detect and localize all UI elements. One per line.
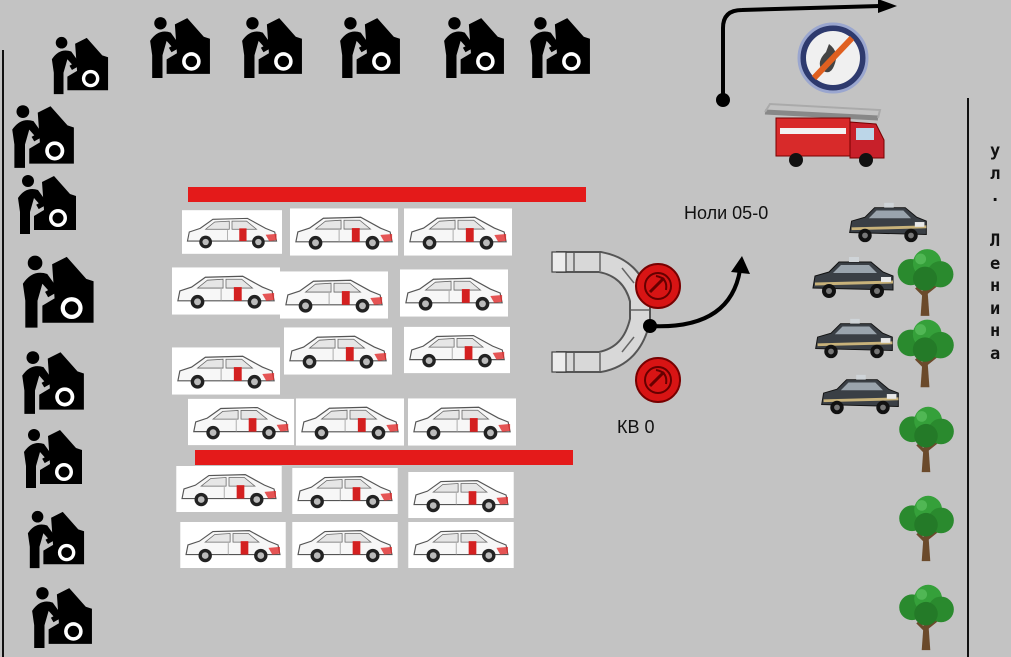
- mechanic-icon: [150, 17, 210, 78]
- mechanic-icon: [444, 17, 504, 78]
- street-letter: Л: [990, 231, 1001, 251]
- red-barrier-top: [188, 187, 586, 202]
- parked-car-icon: [296, 398, 404, 446]
- parked-car-icon: [176, 466, 282, 512]
- mechanic-icon: [24, 429, 82, 488]
- parked-cars-group: [172, 207, 516, 568]
- parked-car-icon: [284, 327, 392, 375]
- mechanic-icon: [27, 510, 85, 569]
- fire-hose-sleeve-icon: [551, 251, 651, 373]
- fire-hydrant-icon: [634, 262, 682, 310]
- mechanic-icon: [18, 175, 76, 234]
- no-fire-sign-icon: [797, 22, 869, 94]
- mechanic-icon: [12, 105, 74, 168]
- parked-car-icon: [408, 398, 516, 446]
- tree-icon: [895, 318, 956, 389]
- tree-icon: [895, 248, 956, 318]
- mechanic-icon: [242, 17, 302, 78]
- fire-hydrant-icon: [634, 356, 682, 404]
- street-letter: .: [990, 186, 1001, 206]
- mechanic-icon: [22, 255, 94, 328]
- parked-car-icon: [188, 398, 294, 446]
- hydrant-label: КВ 0: [617, 417, 655, 437]
- parked-car-icon: [407, 522, 515, 568]
- route-label: Ноли 05-0: [684, 203, 769, 223]
- parked-car-icon: [290, 207, 398, 257]
- fire-truck-icon: [764, 102, 885, 167]
- street-letter: и: [990, 298, 1001, 319]
- parked-car-icon: [292, 522, 398, 568]
- parked-car-icon: [280, 270, 388, 320]
- tree-icon: [897, 405, 956, 474]
- parked-car-icon: [180, 522, 286, 568]
- parked-car-icon: [400, 268, 508, 318]
- parked-car-icon: [404, 326, 510, 374]
- police-car-icon: [811, 255, 895, 300]
- police-car-icon: [814, 317, 894, 360]
- street-letter: н: [990, 321, 1001, 341]
- mechanic-icon: [32, 587, 92, 648]
- street-letter: а: [990, 343, 1001, 364]
- mechanic-icon: [22, 351, 84, 414]
- parked-car-icon: [182, 209, 282, 255]
- street-letter: у: [990, 141, 1001, 161]
- parked-car-icon: [172, 346, 280, 396]
- street-letter: е: [990, 253, 1001, 274]
- exit-arrow-icon: [716, 0, 897, 107]
- street-letter: л: [990, 163, 1001, 184]
- street-letter: [990, 208, 1010, 231]
- police-car-icon: [820, 373, 900, 416]
- parked-car-icon: [407, 472, 515, 518]
- mechanic-icon: [530, 17, 590, 78]
- parked-car-icon: [404, 207, 512, 257]
- tree-icon: [897, 583, 956, 652]
- mechanic-icon: [340, 17, 400, 78]
- police-car-icon: [848, 201, 928, 244]
- street-letter: н: [990, 276, 1001, 296]
- parked-car-icon: [172, 266, 280, 316]
- route-arrow-icon: [643, 256, 750, 333]
- street-name-vertical: у л . Л е н и н а: [990, 140, 1010, 365]
- tree-icon: [897, 494, 956, 563]
- parked-car-icon: [292, 468, 398, 514]
- mechanic-icon: [51, 36, 109, 95]
- red-barrier-bottom: [195, 450, 573, 465]
